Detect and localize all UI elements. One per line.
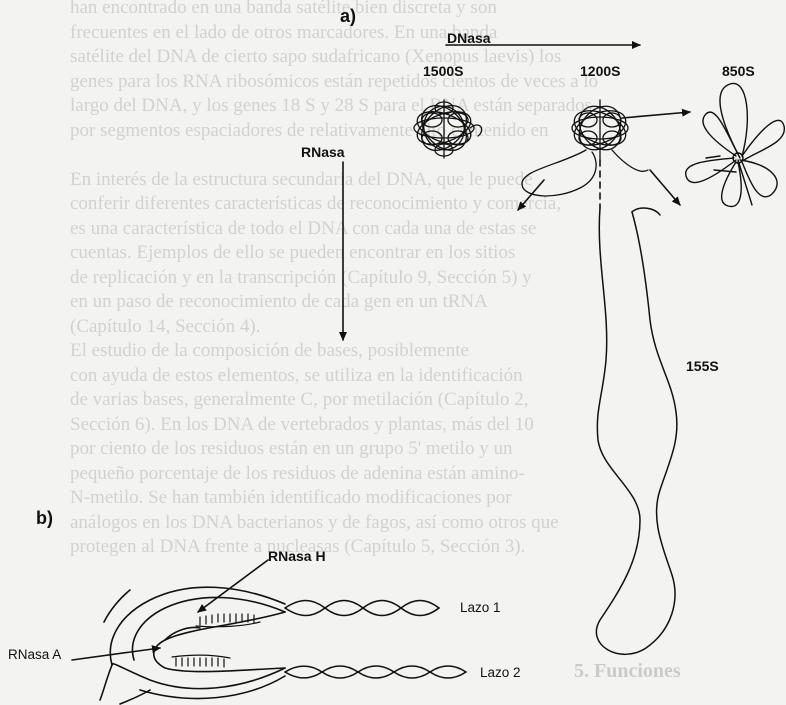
- r-loop-strands: [100, 587, 285, 704]
- lazo-1-duplex: [285, 601, 439, 616]
- label-1200s: 1200S: [580, 63, 620, 79]
- label-rnasa-h: RNasa H: [268, 548, 326, 564]
- label-850s: 850S: [722, 63, 755, 79]
- loop-155s: [596, 208, 677, 654]
- label-lazo-1: Lazo 1: [460, 600, 501, 615]
- rna-hybrid-hatch-lower: [172, 655, 230, 667]
- arrow-to-850s: [622, 112, 690, 118]
- label-dnasa: DNasa: [447, 30, 491, 46]
- panel-label-a: a): [340, 6, 356, 27]
- lazo-2-duplex: [285, 666, 466, 678]
- arrow-1200s-right: [650, 170, 680, 205]
- rnasa-a-arrow: [72, 648, 160, 660]
- label-1500s: 1500S: [423, 63, 463, 79]
- rosette-1500s: [413, 97, 482, 159]
- flower-850s: [686, 83, 785, 206]
- label-rnasa-a: RNasa A: [8, 647, 61, 662]
- rnasa-h-arrow: [198, 560, 268, 612]
- label-lazo-2: Lazo 2: [480, 665, 521, 680]
- label-155s: 155S: [686, 358, 719, 374]
- panel-label-b: b): [36, 508, 53, 529]
- label-rnasa: RNasa: [301, 144, 345, 160]
- rosette-1200s: [522, 98, 648, 196]
